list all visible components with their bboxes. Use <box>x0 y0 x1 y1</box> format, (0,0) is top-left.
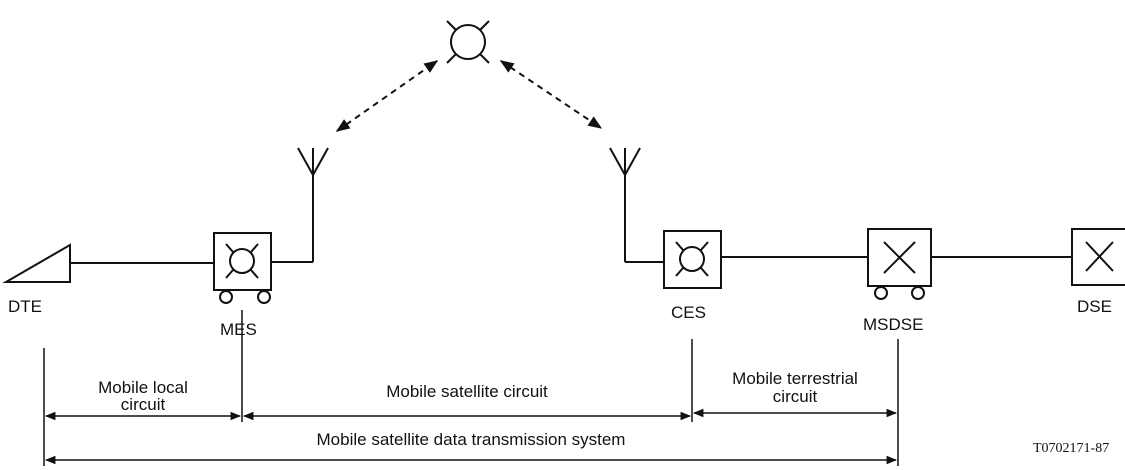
uplink-mes-satellite <box>335 60 439 132</box>
dse-label: DSE <box>1077 297 1112 316</box>
dse-switch-icon <box>1071 228 1125 286</box>
mobile-terrestrial-circuit-label-line2: circuit <box>773 387 818 406</box>
mobile-satellite-circuit-label: Mobile satellite circuit <box>386 382 548 401</box>
satellite-icon <box>446 20 490 64</box>
downlink-satellite-ces <box>499 60 603 129</box>
dte-terminal-icon <box>2 243 214 283</box>
figure-reference-code: T0702171-87 <box>1033 441 1109 456</box>
ces-label: CES <box>671 303 706 322</box>
mes-antenna-icon <box>271 147 329 263</box>
mes-station-icon <box>213 232 272 304</box>
mobile-terrestrial-circuit-label-line1: Mobile terrestrial <box>732 369 858 388</box>
msdse-switch-icon <box>867 228 1072 300</box>
ces-antenna-icon <box>609 147 664 263</box>
mes-label: MES <box>220 320 257 339</box>
msdse-label: MSDSE <box>863 315 923 334</box>
system-label: Mobile satellite data transmission syste… <box>317 430 626 449</box>
mobile-local-circuit-label-line2: circuit <box>121 395 166 414</box>
mobile-local-circuit-label-line1: Mobile local <box>98 378 188 397</box>
ces-station-icon <box>663 230 868 289</box>
dte-label: DTE <box>8 297 42 316</box>
